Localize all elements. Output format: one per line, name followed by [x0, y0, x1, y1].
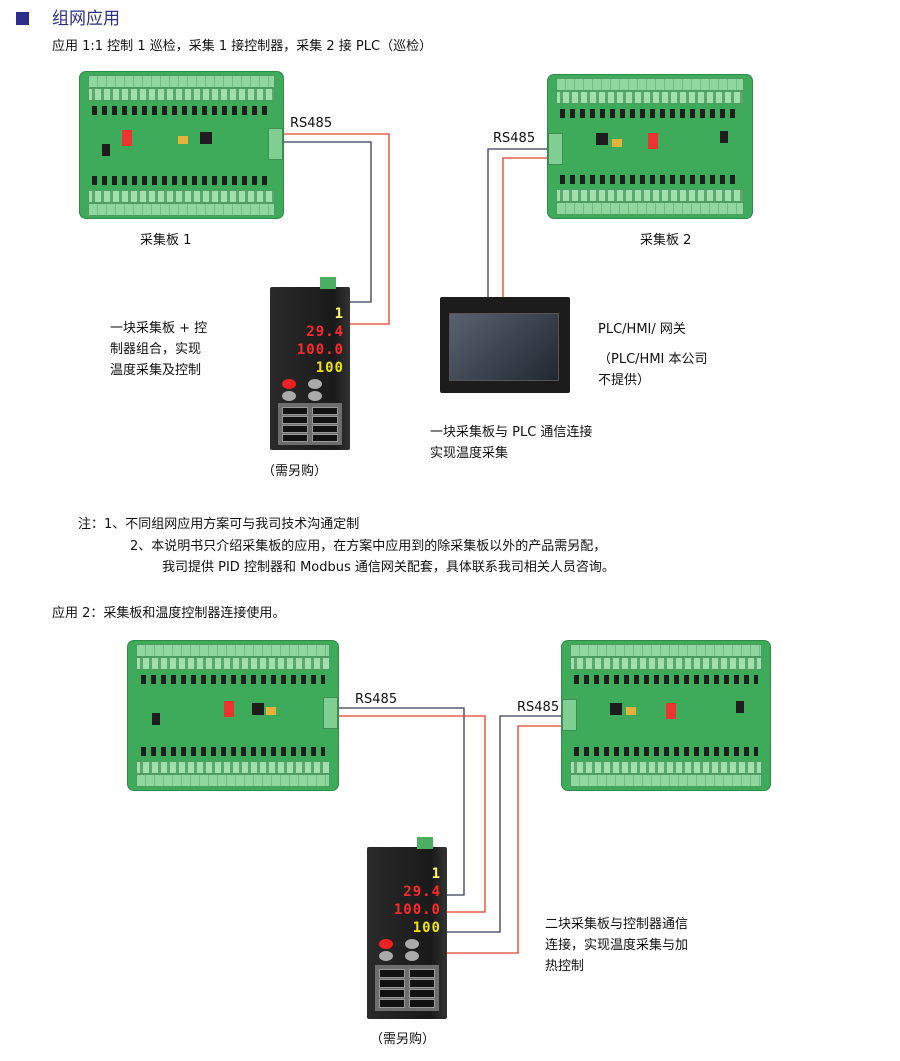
acquisition-board-3 [128, 641, 338, 790]
hmi-screen [449, 313, 559, 381]
up-button[interactable] [308, 379, 322, 389]
up-button[interactable] [405, 939, 419, 949]
plc-description: 一块采集板与 PLC 通信连接实现温度采集 [430, 425, 593, 461]
wire-dark [283, 141, 372, 303]
app1-title: 应用 1:1 控制 1 巡检，采集 1 接控制器，采集 2 接 PLC（巡检） [52, 39, 433, 54]
wire-dark [338, 707, 465, 896]
sv-display: 100.0 [296, 342, 344, 358]
down-button[interactable] [308, 391, 322, 401]
channel-display: 1 [334, 306, 344, 322]
wire-dark [487, 148, 548, 299]
wire-red [502, 157, 548, 299]
rs485-label: RS485 [290, 116, 333, 131]
note-1: 注：1、不同组网应用方案可与我司技术沟通定制 [78, 517, 360, 532]
app2-title: 应用 2：采集板和温度控制器连接使用。 [52, 606, 286, 621]
shift-button[interactable] [379, 951, 393, 961]
pv-display: 29.4 [306, 324, 344, 340]
note-3: 我司提供 PID 控制器和 Modbus 通信网关配套，具体联系我司相关人员咨询… [162, 560, 615, 575]
plc-note: （PLC/HMI 本公司不提供） [598, 352, 708, 388]
rs485-label: RS485 [493, 131, 536, 146]
rs485-label: RS485 [517, 700, 560, 715]
wire-dark [447, 715, 562, 933]
set-button[interactable] [282, 379, 296, 389]
set-button[interactable] [379, 939, 393, 949]
ethernet-ports [375, 965, 439, 1011]
purchase-note: （需另购） [262, 464, 328, 479]
channel-display: 1 [431, 866, 441, 882]
board2-label: 采集板 2 [640, 233, 692, 248]
output-display: 100 [315, 360, 344, 376]
wire-red [447, 725, 562, 954]
controller-description: 一块采集板 + 控制器组合，实现温度采集及控制 [110, 321, 208, 378]
acquisition-board-2 [548, 75, 752, 218]
acquisition-board-4 [562, 641, 770, 790]
terminal-connector [320, 277, 336, 289]
hmi-panel [440, 297, 570, 393]
board1-label: 采集板 1 [140, 233, 192, 248]
rs485-label: RS485 [355, 692, 398, 707]
pid-controller: 1 29.4 100.0 100 [367, 837, 447, 1019]
ethernet-ports [278, 403, 342, 445]
page-title: 组网应用 [52, 9, 120, 29]
app2-description: 二块采集板与控制器通信连接，实现温度采集与加热控制 [545, 917, 689, 974]
output-display: 100 [412, 920, 441, 936]
plc-title: PLC/HMI/ 网关 [598, 322, 686, 337]
wire-red [338, 715, 486, 913]
pv-display: 29.4 [403, 884, 441, 900]
purchase-note: （需另购） [370, 1032, 436, 1047]
sv-display: 100.0 [393, 902, 441, 918]
note-2: 2、本说明书只介绍采集板的应用，在方案中应用到的除采集板以外的产品需另配， [130, 539, 607, 554]
shift-button[interactable] [282, 391, 296, 401]
terminal-connector [417, 837, 433, 849]
down-button[interactable] [405, 951, 419, 961]
title-bullet-icon [16, 12, 29, 25]
wire-red [283, 133, 390, 325]
pid-controller: 1 29.4 100.0 100 [270, 277, 350, 450]
acquisition-board-1 [80, 72, 283, 218]
